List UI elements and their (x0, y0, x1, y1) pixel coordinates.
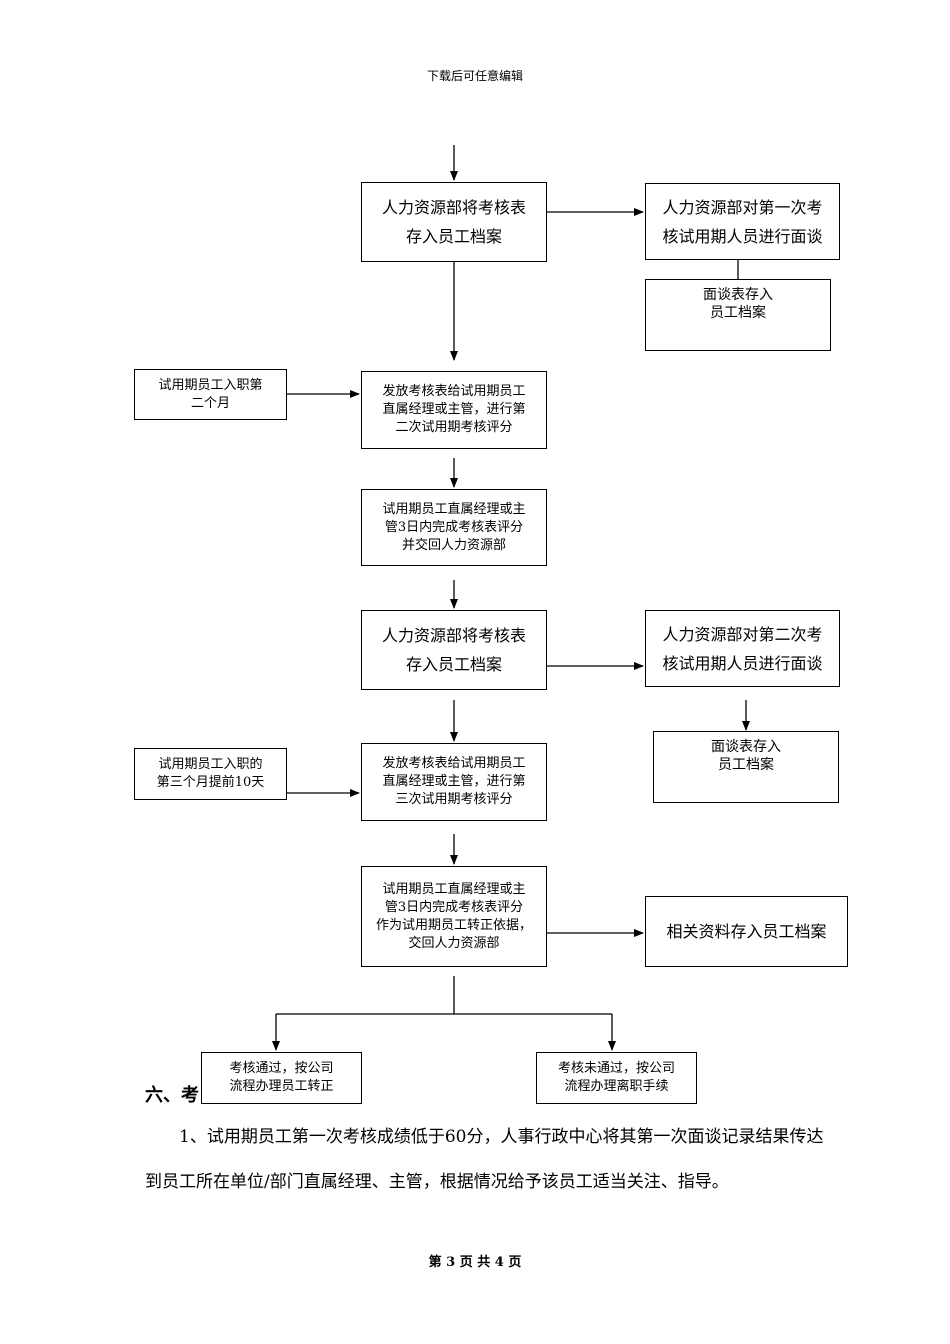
hr-store-form-box-1: 人力资源部将考核表 存入员工档案 (361, 182, 547, 262)
body-paragraph: 1、试用期员工第一次考核成绩低于60分，人事行政中心将其第一次面谈记录结果传达到… (145, 1127, 824, 1192)
interview-record-box-1: 面谈表存入 员工档案 (645, 279, 831, 351)
section-heading: 六、考 (145, 1085, 199, 1106)
page-footer: 第 3 页 共 4 页 (428, 1255, 522, 1270)
interview-record-box-2: 面谈表存入 员工档案 (653, 731, 839, 803)
fail-outcome-box: 考核未通过，按公司 流程办理离职手续 (536, 1052, 697, 1104)
hr-interview-box-2: 人力资源部对第二次考 核试用期人员进行面谈 (645, 610, 840, 687)
archive-docs-box: 相关资料存入员工档案 (645, 896, 848, 967)
page-header: 下载后可任意编辑 (426, 69, 523, 83)
hr-interview-box-1: 人力资源部对第一次考 核试用期人员进行面谈 (645, 183, 840, 260)
complete-2-box: 试用期员工直属经理或主 管3日内完成考核表评分 并交回人力资源部 (361, 489, 547, 566)
issue-form-3-box: 发放考核表给试用期员工 直属经理或主管，进行第 三次试用期考核评分 (361, 743, 547, 821)
trigger-month2-box: 试用期员工入职第 二个月 (134, 369, 287, 420)
hr-store-form-box-2: 人力资源部将考核表 存入员工档案 (361, 610, 547, 690)
pass-outcome-box: 考核通过，按公司 流程办理员工转正 (201, 1052, 362, 1104)
issue-form-2-box: 发放考核表给试用期员工 直属经理或主管，进行第 二次试用期考核评分 (361, 371, 547, 449)
complete-3-box: 试用期员工直属经理或主 管3日内完成考核表评分 作为试用期员工转正依据， 交回人… (361, 866, 547, 967)
trigger-month3-box: 试用期员工入职的 第三个月提前10天 (134, 748, 287, 800)
